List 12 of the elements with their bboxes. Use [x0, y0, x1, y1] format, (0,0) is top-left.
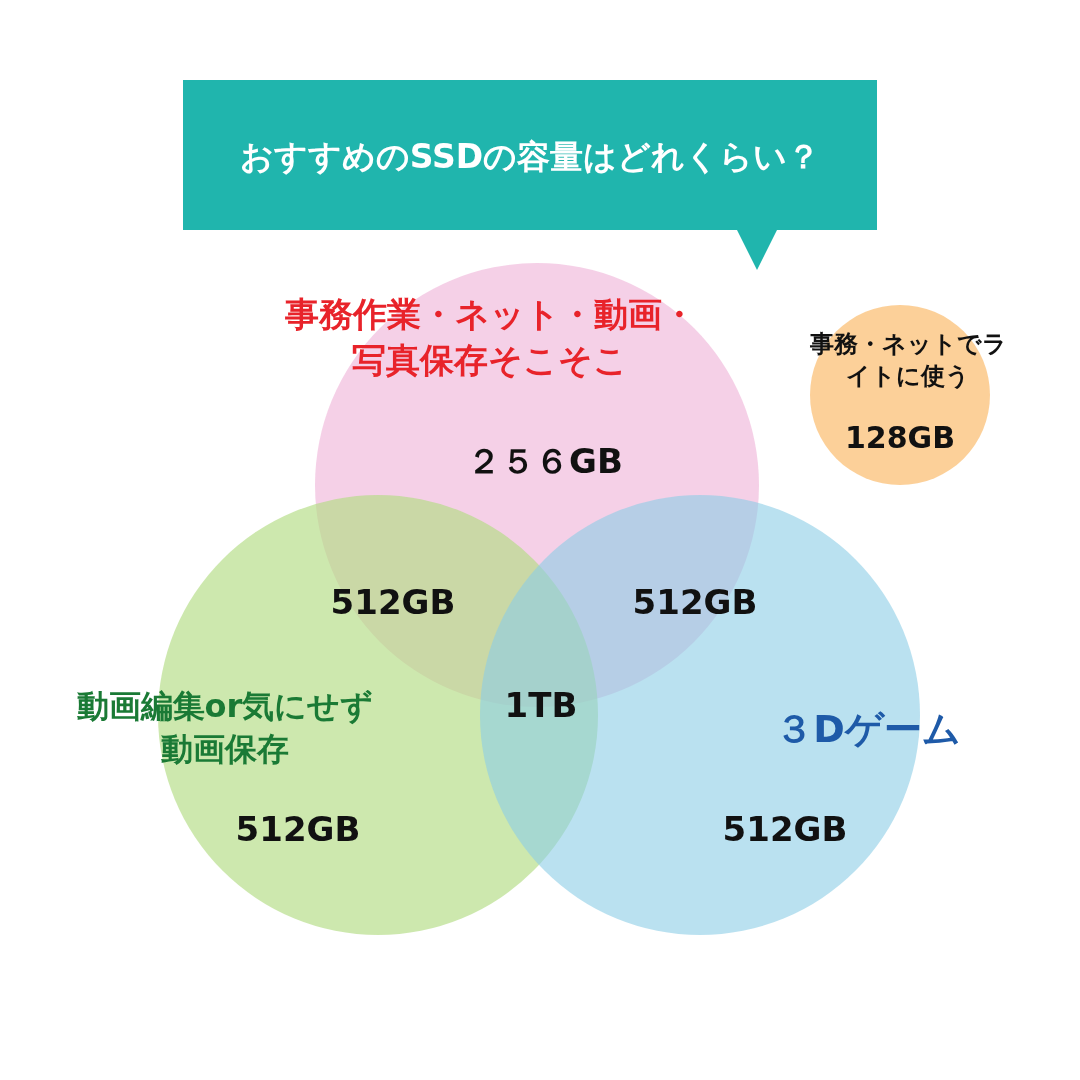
category-heading: 動画編集or気にせず動画保存: [75, 685, 375, 770]
capacity-value: 512GB: [235, 808, 361, 852]
capacity-value: 1TB: [504, 684, 578, 728]
capacity-value: 128GB: [844, 418, 956, 457]
category-heading: 事務作業・ネット・動画・写真保存そこそこ: [283, 293, 697, 382]
capacity-value: 512GB: [330, 581, 456, 625]
category-heading: ３Dゲーム: [774, 706, 962, 754]
capacity-value: ２５６GB: [467, 440, 623, 484]
category-heading: 事務・ネットでライトに使う: [808, 328, 1008, 392]
title-text: おすすめのSSDの容量はどれくらい？: [239, 135, 821, 178]
capacity-value: 512GB: [632, 581, 758, 625]
capacity-value: 512GB: [722, 808, 848, 852]
